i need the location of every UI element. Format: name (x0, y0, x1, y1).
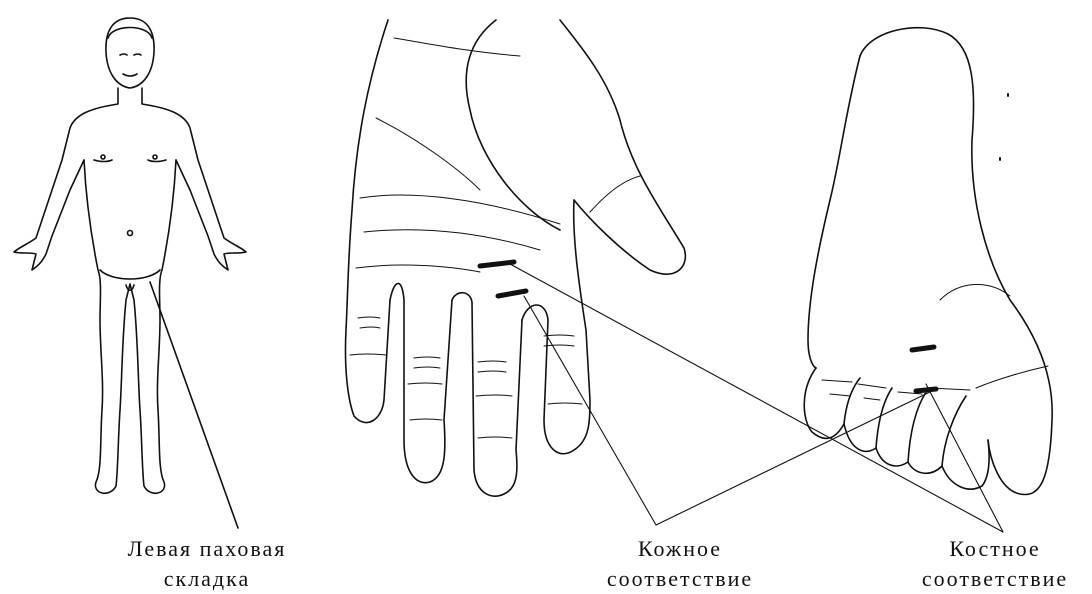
human-figure (14, 18, 246, 493)
label-skin-correspondence-line1: Кожное (580, 534, 780, 564)
groin-pointer-line (150, 282, 238, 528)
label-left-groin-fold-line1: Левая паховая (86, 534, 328, 564)
foot-outline (804, 28, 1052, 495)
label-left-groin-fold-line2: складка (86, 564, 328, 594)
label-left-groin-fold: Левая паховая складка (86, 534, 328, 594)
label-bone-correspondence-line2: соответствие (900, 564, 1090, 594)
skin-pointer-line-foot (656, 390, 934, 525)
bone-pointer-line-hand (510, 264, 1003, 532)
foot-skin-marker (912, 347, 934, 350)
label-bone-correspondence: Костное соответствие (900, 534, 1090, 594)
label-bone-correspondence-line1: Костное (900, 534, 1090, 564)
pointer-lines (510, 264, 1003, 532)
hand-outline (345, 20, 685, 496)
hand-skin-marker (480, 262, 514, 266)
label-skin-correspondence: Кожное соответствие (580, 534, 780, 594)
hand-bone-marker (498, 291, 526, 296)
label-skin-correspondence-line2: соответствие (580, 564, 780, 594)
